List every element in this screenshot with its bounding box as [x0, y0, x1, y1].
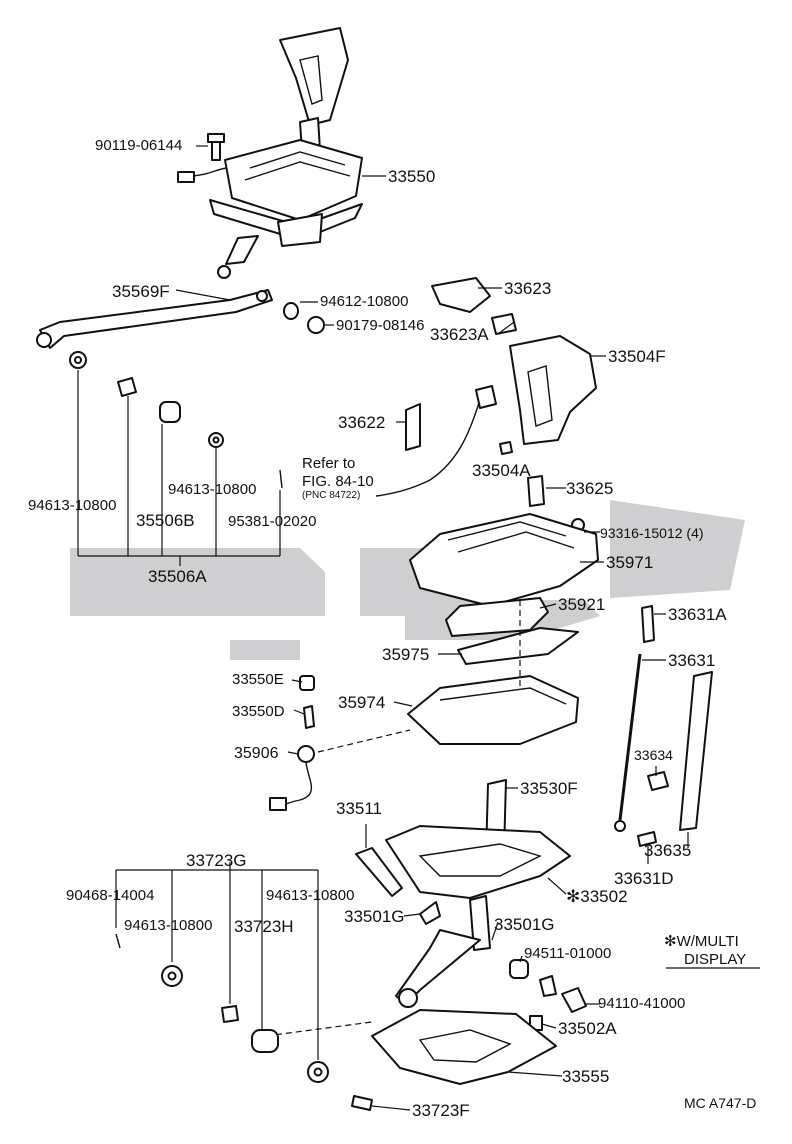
label-94511: 94511-01000	[524, 945, 611, 962]
label-35974: 35974	[338, 693, 385, 712]
note-line2: DISPLAY	[684, 951, 746, 968]
control-rod	[36, 289, 273, 349]
label-94612: 94612-10800	[320, 293, 408, 310]
label-33622: 33622	[338, 413, 385, 432]
label-93316: 93316-15012 (4)	[600, 525, 704, 541]
shift-lever-assembly	[177, 27, 363, 279]
label-33550: 33550	[388, 167, 435, 186]
small-parts-left	[69, 302, 325, 489]
label-35975: 35975	[382, 645, 429, 664]
label-35971: 35971	[606, 553, 653, 572]
label-90119: 90119-06144	[95, 137, 182, 154]
label-33623: 33623	[504, 279, 551, 298]
label-94110: 94110-41000	[598, 995, 685, 1012]
label-33555: 33555	[562, 1067, 609, 1086]
label-33723H: 33723H	[234, 917, 294, 936]
label-94613-b: 94613-10800	[168, 481, 256, 498]
label-33723F: 33723F	[412, 1101, 470, 1120]
label-35506A: 35506A	[148, 567, 207, 586]
label-33723G: 33723G	[186, 851, 247, 870]
rod-and-plate	[614, 605, 713, 847]
bracket-33723G	[115, 862, 373, 1111]
refer-line3: (PNC 84722)	[302, 490, 360, 501]
label-35506B: 35506B	[136, 511, 195, 530]
indicator-housing	[317, 513, 599, 753]
label-33501G-b: 33501G	[494, 915, 555, 934]
label-33631: 33631	[668, 651, 715, 670]
label-90179: 90179-08146	[336, 317, 424, 334]
part-labels: 90119-06144 33550 35569F 94612-10800 901…	[28, 137, 756, 1120]
label-94613-d: 94613-10800	[266, 887, 354, 904]
leader-lines	[175, 145, 760, 1111]
base-plate	[265, 1009, 557, 1085]
label-33504F: 33504F	[608, 347, 666, 366]
label-33530F: 33530F	[520, 779, 578, 798]
label-33635: 33635	[644, 841, 691, 860]
label-94613-a: 94613-10800	[28, 497, 116, 514]
note-line1: ✻W/MULTI	[664, 933, 739, 950]
label-33501G-a: 33501G	[344, 907, 405, 926]
label-90468: 90468-14004	[66, 887, 154, 904]
label-33623A: 33623A	[430, 325, 489, 344]
refer-line2: FIG. 84-10	[302, 473, 374, 490]
label-95381: 95381-02020	[228, 513, 316, 530]
label-33511: 33511	[336, 799, 382, 818]
figure-code: MC A747-D	[684, 1095, 756, 1111]
label-35906: 35906	[234, 745, 279, 762]
label-33504A: 33504A	[472, 461, 531, 480]
label-33502A: 33502A	[558, 1019, 617, 1038]
label-33634: 33634	[634, 747, 673, 763]
label-33631D: 33631D	[614, 869, 674, 888]
knob-parts	[375, 277, 597, 532]
label-94613-c: 94613-10800	[124, 917, 212, 934]
bracket-35506A	[77, 370, 281, 566]
refer-line1: Refer to	[302, 455, 355, 472]
label-35569F: 35569F	[112, 282, 170, 301]
label-35921: 35921	[558, 595, 605, 614]
label-33631A: 33631A	[668, 605, 727, 624]
base-assembly	[355, 779, 587, 1031]
small-parts-middle-left	[269, 675, 315, 811]
label-33550E: 33550E	[232, 671, 284, 688]
label-33550D: 33550D	[232, 703, 285, 720]
label-33502: ✻33502	[566, 887, 628, 906]
label-33625: 33625	[566, 479, 613, 498]
